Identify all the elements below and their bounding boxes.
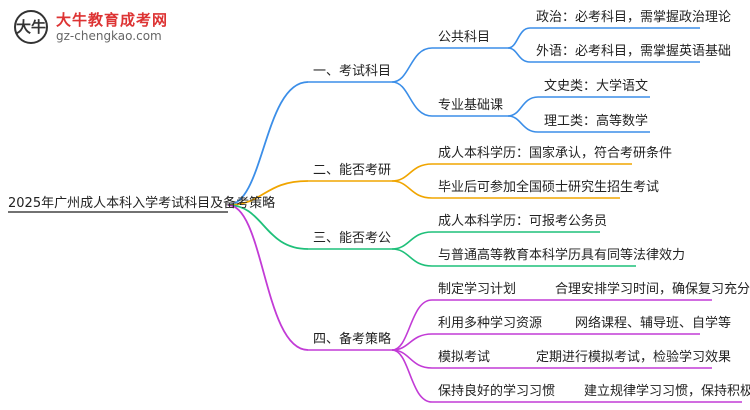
connector-root-branch-3: [227, 204, 309, 250]
site-logo: 大牛 大牛教育成考网 gz-chengkao.com: [8, 6, 188, 48]
leaf-equal-legal-effect: 与普通高等教育本科学历具有同等法律效力: [438, 248, 686, 263]
branch-civil-service: 三、能否考公: [313, 231, 392, 246]
connector-root-branch-1: [227, 81, 309, 206]
root-node: 2025年广州成人本科入学考试科目及备考策略: [8, 196, 276, 211]
connector-major-arts: [507, 96, 539, 117]
connector-b2-2: [391, 180, 433, 199]
node-public-subjects: 公共科目: [438, 30, 491, 45]
leaf-politics: 政治：必考科目，需掌握政治理论: [536, 10, 732, 25]
connector-b4-4: [391, 349, 433, 403]
logo-name: 大牛教育成考网: [56, 11, 169, 29]
node-study-habits: 保持良好的学习习惯: [438, 384, 556, 399]
node-major-foundation: 专业基础课: [438, 98, 504, 113]
node-study-plan: 制定学习计划: [438, 282, 517, 297]
connector-major-science: [507, 115, 539, 133]
connector-b4-1: [391, 299, 433, 351]
connector-b1-major: [391, 81, 433, 117]
connector-b2-1: [391, 163, 433, 182]
logo-mark-icon: 大牛: [14, 10, 48, 44]
branch-exam-subjects: 一、考试科目: [313, 64, 392, 79]
leaf-graduate-eligibility: 成人本科学历：国家承认，符合考研条件: [438, 146, 673, 161]
leaf-science-engineering: 理工类：高等数学: [544, 114, 649, 129]
logo-domain: gz-chengkao.com: [56, 29, 162, 43]
branch-graduate-exam: 二、能否考研: [313, 163, 392, 178]
connector-public-language: [507, 47, 531, 63]
connector-public-politics: [507, 27, 531, 49]
leaf-civil-service-eligible: 成人本科学历：可报考公务员: [438, 214, 608, 229]
connector-b3-1: [391, 231, 433, 250]
leaf-foreign-language: 外语：必考科目，需掌握英语基础: [536, 44, 732, 59]
leaf-learning-resources-detail: 网络课程、辅导班、自学等: [575, 316, 732, 331]
connector-b1-public: [391, 47, 433, 83]
leaf-liberal-arts: 文史类：大学语文: [544, 79, 649, 94]
connector-b3-2: [391, 248, 433, 267]
node-learning-resources: 利用多种学习资源: [438, 316, 543, 331]
branch-study-strategy: 四、备考策略: [313, 332, 392, 347]
connector-root-branch-2: [227, 180, 309, 206]
leaf-mock-exam-detail: 定期进行模拟考试，检验学习效果: [536, 350, 732, 365]
leaf-study-habits-detail: 建立规律学习习惯，保持积极态度: [584, 384, 750, 399]
leaf-graduate-exam-after: 毕业后可参加全国硕士研究生招生考试: [438, 180, 660, 195]
node-mock-exam: 模拟考试: [438, 350, 491, 365]
connector-root-branch-4: [227, 204, 309, 351]
leaf-study-plan-detail: 合理安排学习时间，确保复习充分: [555, 282, 750, 297]
